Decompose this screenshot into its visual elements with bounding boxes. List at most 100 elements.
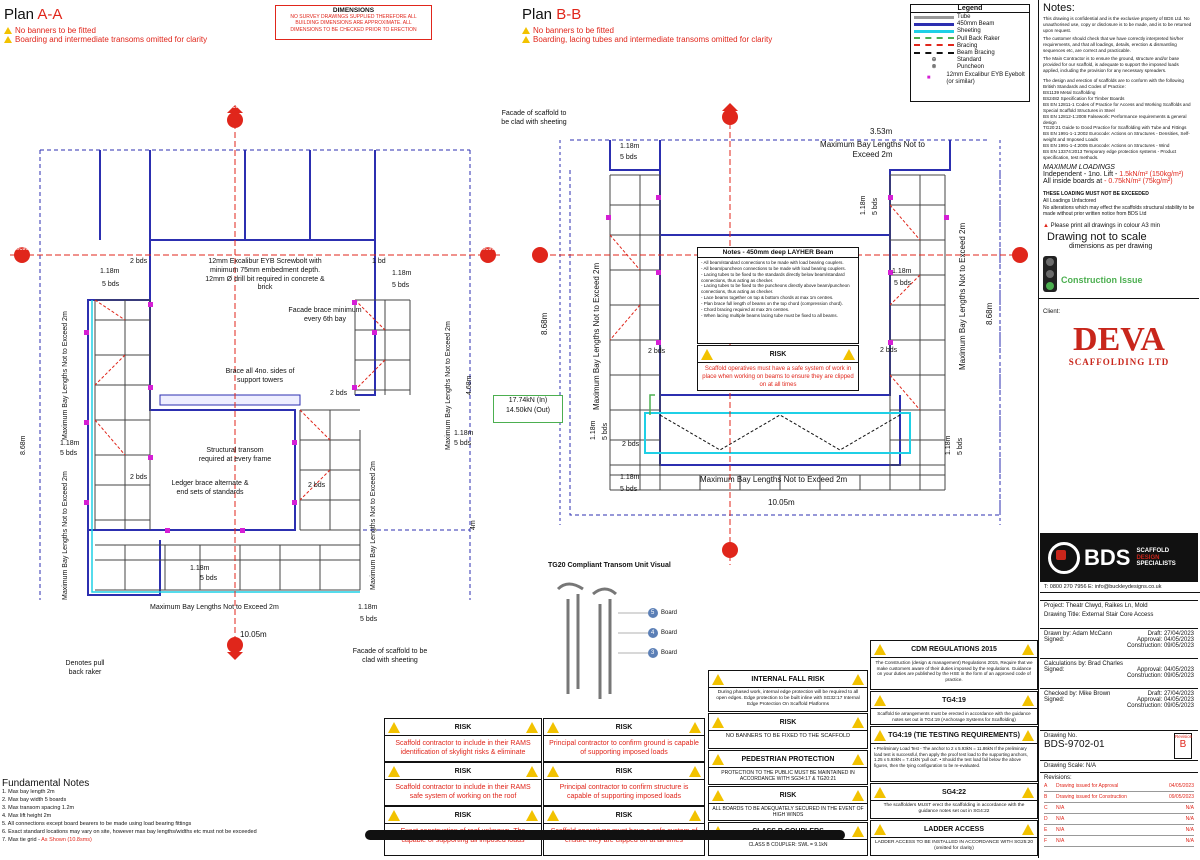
h4-dim: 4m [470, 520, 477, 530]
standard-item: BS EN 13374:2013 Temporary edge protecti… [1043, 149, 1177, 161]
bds-tag: DESIGN [1136, 554, 1160, 561]
drawing-no-label: Drawing No. [1044, 733, 1078, 739]
dimensions-heading: DIMENSIONS [332, 7, 375, 14]
tg20-num: 3 [651, 650, 655, 656]
risk-text: Scaffold contractor to include in their … [395, 740, 531, 757]
rev-id: C [1044, 805, 1048, 811]
redaction-bar [365, 830, 845, 840]
facade-brace-note: Facade brace minimum every 6th bay [288, 307, 362, 323]
panel-heading: CDM REGULATIONS 2015 [911, 645, 997, 653]
panel-text: LADDER ACCESS TO BE INSTALLED IN ACCORDA… [874, 840, 1034, 851]
risk-text: Principal contractor to confirm structur… [559, 784, 689, 801]
beam-note: - Lacing tubes to be fixed to the punche… [701, 283, 850, 295]
tube-swatch [914, 16, 954, 20]
tg20-num: 4 [651, 630, 655, 636]
ladder-box: LADDER ACCESS LADDER ACCESS TO BE INSTAL… [870, 820, 1038, 856]
legend-item: Puncheon [957, 64, 985, 71]
warning-icon [712, 673, 724, 685]
beam-note: - All beam/standard connections to be ma… [701, 260, 844, 265]
panel-text: • Preliminary Load Test - The anchor to … [874, 746, 1028, 768]
plan-b-notes: No banners to be fitted Boarding, lacing… [522, 26, 772, 44]
dim-label: 1.18m [945, 435, 952, 455]
tg419-testing-box: TG4:19 (TIE TESTING REQUIREMENTS) • Prel… [870, 726, 1038, 782]
left-vert-dim: Maximum Bay Lengths Not to Exceed 2m [62, 311, 69, 440]
plan-b-drawing [532, 103, 1028, 565]
width-353-dim: 3.53m [870, 127, 893, 136]
width-dim: 10.05m [768, 498, 795, 507]
beam-notes-box: Notes - 450mm deep LAYHER Beam - All bea… [697, 247, 859, 344]
section-mark-e: Section E-E [225, 104, 257, 110]
height-dim: 8.68m [20, 435, 27, 455]
legend-item: 12mm Excalibur EYB Eyebolt (or similar) [946, 71, 1025, 85]
fundamental-item: 2. Max bay width 5 boards [2, 796, 67, 803]
risk-box: RISK Principal contractor to confirm gro… [543, 718, 705, 762]
rev-date: N/A [1185, 816, 1194, 822]
beam-bracing-swatch [914, 51, 954, 56]
rev-date: 09/05/2023 [1168, 794, 1194, 800]
drawing-no-block: Drawing No. BDS-9702-01 Revision B [1040, 730, 1198, 760]
raker-swatch [914, 37, 954, 41]
warning-icon [852, 825, 864, 837]
bds-name: BDS [1084, 545, 1131, 570]
height2-dim: 4.68m [466, 375, 473, 395]
legend-item: Bracing [957, 42, 978, 49]
plan-a-drawing [10, 105, 500, 660]
dim-label: 1.18m [860, 195, 867, 215]
panel-text: The scaffolders MUST erect the scaffoldi… [883, 803, 1025, 814]
standard-item: BS EN 12811-1 Codes of Practice for Acce… [1043, 101, 1191, 113]
left-vert2-dim: Maximum Bay Lengths Not to Exceed 2m [62, 471, 69, 600]
dim-label: 5 bds [392, 282, 410, 289]
rev-id: D [1044, 816, 1048, 822]
dims-per-drawing: dimensions as per drawing [1069, 243, 1153, 251]
rev-id: F [1044, 838, 1048, 844]
revisions-label: Revisions: [1044, 775, 1072, 781]
dim-label: 1.18m [620, 143, 640, 150]
dim-label: 2 bds [880, 347, 898, 354]
panel-heading: TG4:19 (TIE TESTING REQUIREMENTS) [888, 731, 1020, 739]
warning-icon [525, 765, 538, 777]
panel-heading: RISK [779, 718, 797, 726]
notes-heading: Notes: [1043, 2, 1075, 14]
beam-notes-heading: Notes - 450mm deep LAYHER Beam [698, 248, 858, 258]
warning-icon [4, 36, 12, 43]
dimensions-text: NO SURVEY DRAWINGS SUPPLIED THEREFORE AL… [290, 14, 417, 33]
warning-icon [525, 809, 538, 821]
warning-icon [874, 786, 886, 798]
load-value: - 0.75kN/m² (75kg/m²) [1104, 178, 1173, 186]
rev-id: B [1044, 794, 1048, 800]
signed-label: Signed: [1044, 667, 1065, 673]
dim-label: 5 bds [957, 437, 964, 455]
warning-icon [1022, 786, 1034, 798]
warning-icon [851, 716, 864, 728]
panel-heading: LADDER ACCESS [923, 825, 985, 833]
notes-para: This drawing is confidential and is the … [1043, 16, 1192, 33]
warning-icon [547, 809, 559, 821]
standard-item: BS EN 12812-1:2008 Falsework: Performanc… [1043, 113, 1187, 125]
dim-label: 5 bds [60, 450, 78, 457]
rev-date: N/A [1185, 838, 1194, 844]
no-banners-box: RISK NO BANNERS TO BE FIXED TO THE SCAFF… [708, 713, 868, 749]
panel-heading: RISK [779, 791, 797, 799]
risk-box: RISK Scaffold contractor to include in t… [384, 762, 542, 806]
h868-dim: 8.68m [540, 312, 549, 335]
project-block: Project: Theatr Clwyd, Raikes Ln, Mold D… [1040, 600, 1198, 628]
fundamental-item: 4. Max lift height 2m [2, 812, 52, 819]
beam-note: - Plan brace full length of beams on the… [701, 300, 843, 306]
dim-label: 1.18m [620, 474, 640, 481]
dim-label: 5 bds [360, 616, 378, 623]
warning-icon [874, 823, 886, 835]
dim-label: 5 bds [620, 154, 638, 161]
right-vert2-dim: Maximum Bay Lengths Not to Exceed 2m [370, 461, 377, 590]
warning-icon [1022, 643, 1034, 655]
screwbolt-note: 12mm Excalibur EYB Screwbolt with minimu… [205, 258, 325, 292]
load-value: 1.5kN/m² (150kg/m²) [1119, 171, 1184, 179]
dim-label: 2 bds [330, 390, 348, 397]
warning-icon [851, 789, 864, 801]
